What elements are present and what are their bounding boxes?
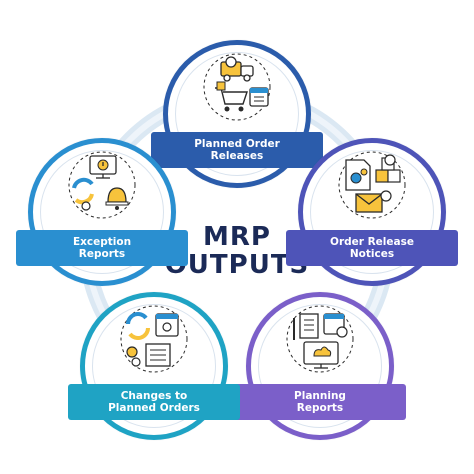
truck-cart-calendar-icon xyxy=(203,53,271,121)
node-order-release-notices: Order Release Notices xyxy=(286,138,458,286)
node-label: Planning Reports xyxy=(294,390,346,414)
document-boxes-envelope-icon xyxy=(338,151,406,219)
node-inner-ring xyxy=(40,150,164,274)
node-inner-ring xyxy=(258,304,382,428)
node-label-band: Exception Reports xyxy=(16,230,188,266)
node-label-band: Order Release Notices xyxy=(286,230,458,266)
monitor-alert-bell-icon xyxy=(68,151,136,219)
node-inner-ring xyxy=(310,150,434,274)
node-inner-ring xyxy=(175,52,299,176)
diagram-title-line1: MRP xyxy=(203,222,271,252)
node-planning-reports: Planning Reports xyxy=(234,292,406,440)
node-label-band: Planning Reports xyxy=(234,384,406,420)
node-label-band: Planned Order Releases xyxy=(151,132,323,168)
node-inner-ring xyxy=(92,304,216,428)
diagram-title-line2: OUTPUTS xyxy=(164,250,310,280)
node-planned-order-releases: Planned Order Releases xyxy=(151,40,323,188)
node-exception-reports: Exception Reports xyxy=(16,138,188,286)
node-label: Planned Order Releases xyxy=(194,138,280,162)
node-label: Exception Reports xyxy=(72,236,132,260)
refresh-calendar-gears-icon xyxy=(120,305,188,373)
node-changes-to-planned-orders: Changes to Planned Orders xyxy=(68,292,240,440)
checklist-calendar-monitor-icon xyxy=(286,305,354,373)
node-label-band: Changes to Planned Orders xyxy=(68,384,240,420)
node-label: Order Release Notices xyxy=(330,236,414,260)
node-label: Changes to Planned Orders xyxy=(108,390,200,414)
